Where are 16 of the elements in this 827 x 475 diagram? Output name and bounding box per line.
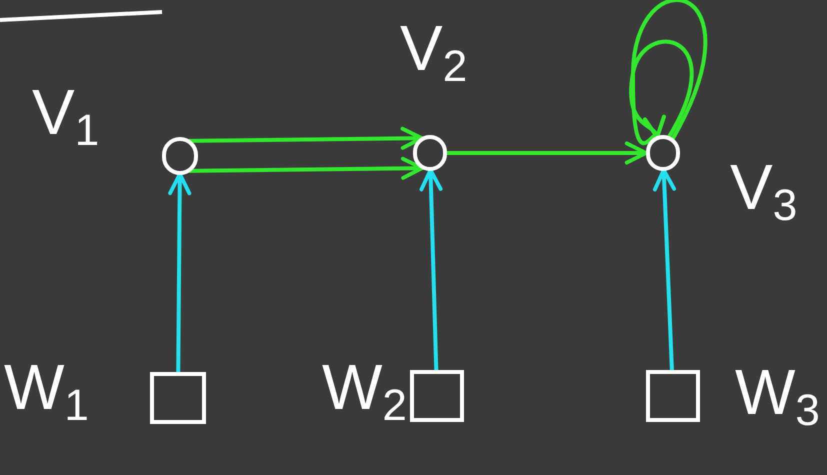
node-label: V$_{1}$	[32, 80, 100, 144]
loop-arrow	[629, 40, 694, 140]
node-label: W$_{1}$	[4, 355, 89, 419]
arrow	[168, 172, 192, 374]
node-label: V$_{3}$	[730, 155, 798, 219]
arrow	[188, 126, 424, 150]
node-label: V$_{2}$	[400, 16, 468, 80]
arrow	[188, 156, 424, 180]
node-label: W$_{3}$	[735, 360, 820, 424]
arrow	[420, 168, 443, 372]
loop-arrow	[631, 0, 708, 146]
vertex-square	[410, 370, 464, 422]
vertex-square	[646, 370, 700, 422]
arrow	[445, 141, 648, 165]
node-label: W$_{2}$	[322, 355, 407, 419]
vertex-square	[150, 372, 206, 424]
